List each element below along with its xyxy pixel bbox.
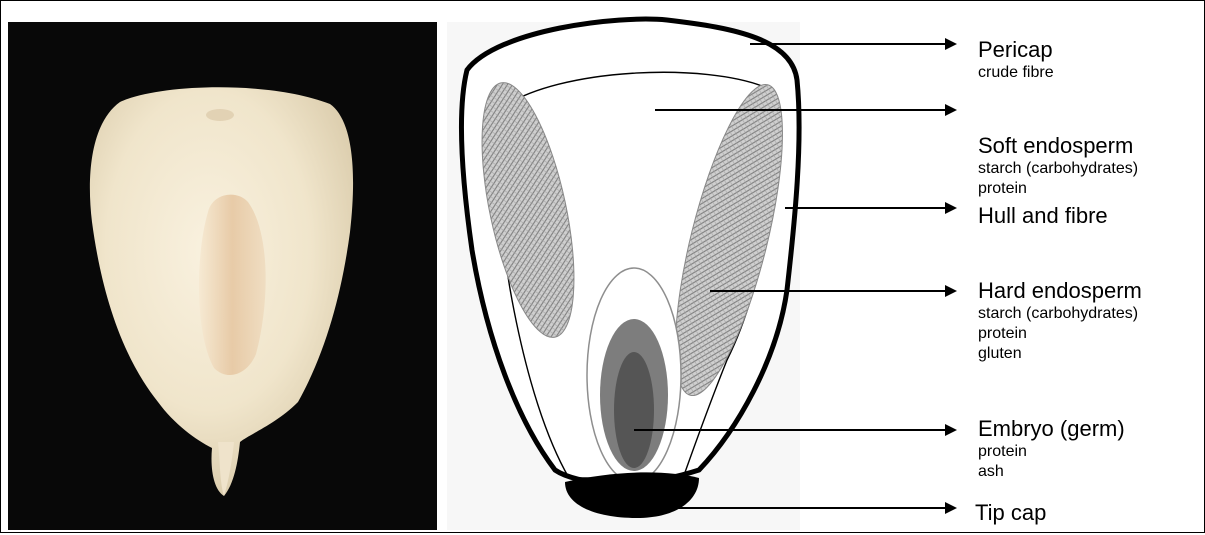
label-hard-endosperm-sub-3: gluten (978, 344, 1142, 364)
label-tip-cap: Tip cap (975, 500, 1046, 526)
arrow-hull-and-fibre (785, 202, 957, 214)
label-hull-and-fibre-title: Hull and fibre (978, 203, 1108, 229)
label-soft-endosperm-sub-1: starch (carbohydrates) (978, 159, 1138, 179)
label-pericap: Pericap crude fibre (978, 37, 1054, 83)
label-hull-and-fibre: Hull and fibre (978, 203, 1108, 229)
label-soft-endosperm: Soft endosperm starch (carbohydrates) pr… (978, 133, 1138, 199)
label-soft-endosperm-sub-2: protein (978, 179, 1138, 199)
label-tip-cap-title: Tip cap (975, 500, 1046, 526)
label-hard-endosperm-title: Hard endosperm (978, 278, 1142, 304)
label-hard-endosperm: Hard endosperm starch (carbohydrates) pr… (978, 278, 1142, 364)
label-hard-endosperm-sub-1: starch (carbohydrates) (978, 304, 1142, 324)
label-soft-endosperm-title: Soft endosperm (978, 133, 1138, 159)
kernel-photo-image (8, 22, 437, 530)
kernel-photo (8, 22, 437, 530)
label-embryo-sub-1: protein (978, 442, 1125, 462)
label-pericap-sub-1: crude fibre (978, 63, 1054, 83)
label-hard-endosperm-sub-2: protein (978, 324, 1142, 344)
label-pericap-title: Pericap (978, 37, 1054, 63)
label-embryo-sub-2: ash (978, 462, 1125, 482)
label-embryo: Embryo (germ) protein ash (978, 416, 1125, 482)
embryo-inner (614, 352, 654, 468)
label-embryo-title: Embryo (germ) (978, 416, 1125, 442)
